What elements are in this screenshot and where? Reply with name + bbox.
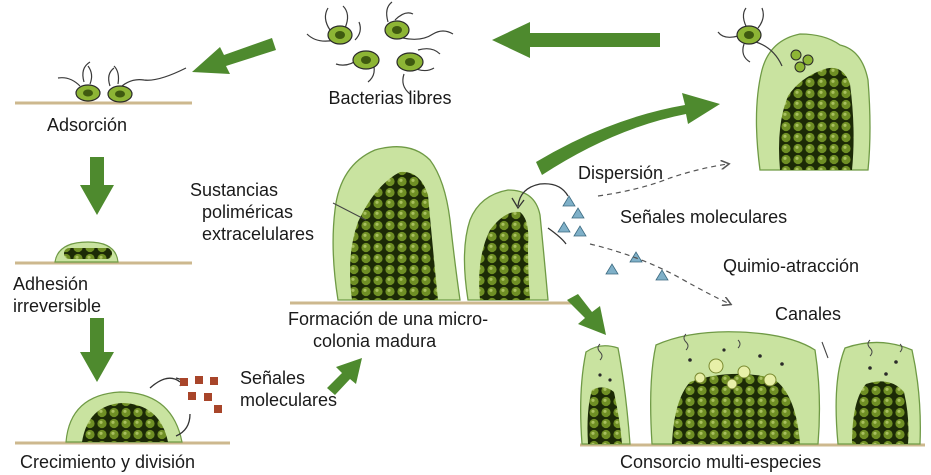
label-adhesion-line2: irreversible <box>13 296 102 316</box>
label-signals-right: Señales moleculares <box>620 207 788 227</box>
label-consortium: Consorcio multi-especies <box>620 452 822 472</box>
label-chemoattraction: Quimio-atracción <box>723 256 860 276</box>
label-eps-line2: poliméricas <box>202 202 294 222</box>
adsorption-bacteria <box>57 61 187 103</box>
dispersion-biofilm <box>717 7 871 171</box>
label-eps-line1: Sustancias <box>190 180 279 200</box>
signal-triangle-icon <box>557 195 669 281</box>
growth-colony <box>65 376 222 443</box>
mature-microcolony <box>332 146 730 304</box>
signal-square-icon <box>180 376 222 413</box>
free-bacteria-group <box>306 1 454 95</box>
label-free-bacteria: Bacterias libres <box>328 88 452 108</box>
consortium-biofilm <box>580 331 921 445</box>
flow-arrow-icon <box>80 22 720 395</box>
substrate-lines <box>15 101 925 447</box>
label-eps-line3: extracelulares <box>202 224 315 244</box>
label-growth-division: Crecimiento y división <box>20 452 196 472</box>
label-channels: Canales <box>775 304 842 324</box>
label-adsorption: Adsorción <box>47 115 128 135</box>
adhesion-colony <box>54 241 119 263</box>
label-microcolony-line1: Formación de una micro- <box>288 309 489 329</box>
label-signals-left-line1: Señales <box>240 368 306 388</box>
label-signals-left-line2: moleculares <box>240 390 338 410</box>
label-adhesion-line1: Adhesión <box>13 274 89 294</box>
bacterium-icon <box>790 49 814 73</box>
label-microcolony-line2: colonia madura <box>313 331 437 351</box>
label-dispersion: Dispersión <box>578 163 664 183</box>
